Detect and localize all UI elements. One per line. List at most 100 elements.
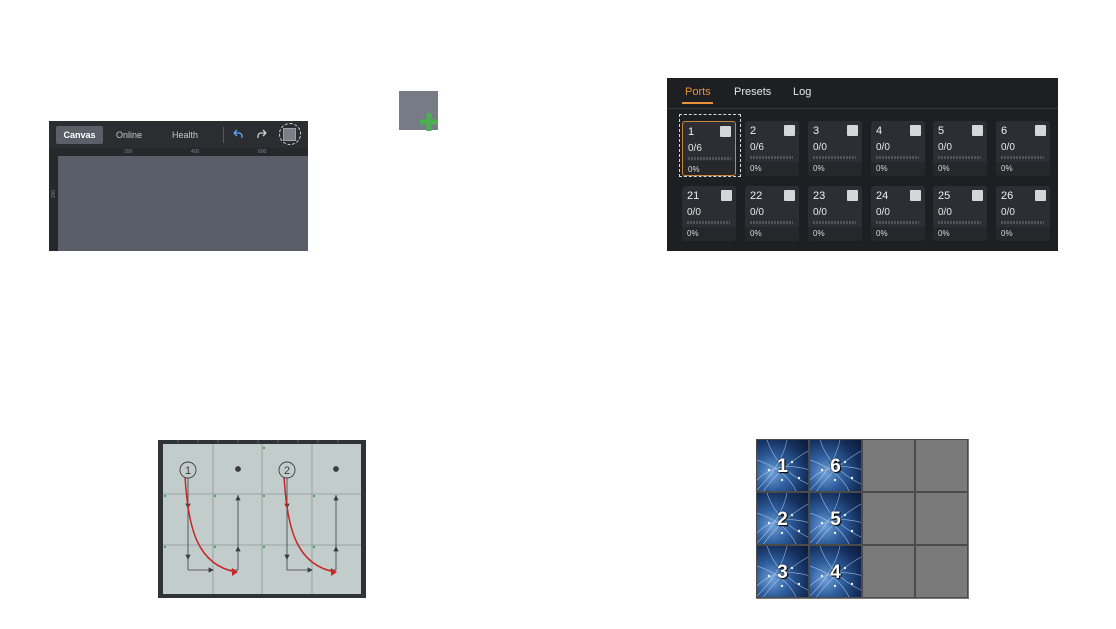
port-checkbox[interactable] bbox=[720, 126, 731, 137]
window-tile[interactable]: 5 bbox=[809, 492, 862, 545]
port-footer bbox=[871, 162, 925, 176]
port-usage: 0/0 bbox=[813, 207, 827, 218]
port-checkbox[interactable] bbox=[910, 125, 921, 136]
highlight-ring bbox=[279, 123, 301, 145]
port-number: 6 bbox=[1001, 125, 1008, 137]
port-footer bbox=[745, 227, 799, 241]
canvas-area[interactable] bbox=[58, 156, 308, 251]
tile-number: 6 bbox=[830, 456, 841, 477]
port-load-bar bbox=[750, 221, 793, 224]
port-card[interactable]: 23 0/0 0% bbox=[808, 186, 862, 241]
port-checkbox[interactable] bbox=[847, 125, 858, 136]
tile-number: 5 bbox=[830, 509, 841, 530]
port-usage: 0/0 bbox=[876, 207, 890, 218]
port-footer bbox=[871, 227, 925, 241]
port-number: 23 bbox=[813, 190, 826, 202]
port-number: 5 bbox=[938, 125, 945, 137]
empty-tile[interactable] bbox=[915, 545, 968, 598]
port-percent: 0% bbox=[813, 229, 825, 238]
port-usage: 0/0 bbox=[1001, 142, 1015, 153]
port-footer bbox=[808, 227, 862, 241]
port-percent: 0% bbox=[1001, 164, 1013, 173]
port-checkbox[interactable] bbox=[784, 125, 795, 136]
ruler-left: 200 bbox=[49, 156, 58, 251]
port-load-bar bbox=[876, 156, 919, 159]
empty-tile[interactable] bbox=[915, 492, 968, 545]
window-tile-grid: 1 2 3 6 5 4 bbox=[756, 439, 969, 599]
port-number: 1 bbox=[688, 126, 695, 138]
undo-icon[interactable] bbox=[231, 127, 245, 141]
network-graphic bbox=[810, 546, 861, 597]
ruler-label: 200 bbox=[124, 149, 133, 155]
network-graphic bbox=[810, 440, 861, 491]
port-footer bbox=[683, 161, 735, 175]
editor-toolbar: Canvas Online Health bbox=[49, 121, 308, 148]
port-checkbox[interactable] bbox=[972, 190, 983, 201]
port-load-bar bbox=[876, 221, 919, 224]
redo-icon[interactable] bbox=[255, 127, 269, 141]
selection-dashed-frame bbox=[679, 114, 741, 177]
port-number: 22 bbox=[750, 190, 763, 202]
window-tile[interactable]: 2 bbox=[756, 492, 809, 545]
window-tile[interactable]: 6 bbox=[809, 439, 862, 492]
empty-tile[interactable] bbox=[862, 492, 915, 545]
window-tile[interactable]: 1 bbox=[756, 439, 809, 492]
port-checkbox[interactable] bbox=[1035, 125, 1046, 136]
port-number: 3 bbox=[813, 125, 820, 137]
port-usage: 0/0 bbox=[1001, 207, 1015, 218]
tab-ports[interactable]: Ports bbox=[685, 86, 711, 98]
tab-presets[interactable]: Presets bbox=[734, 86, 772, 98]
port-percent: 0% bbox=[688, 165, 700, 174]
port-checkbox[interactable] bbox=[1035, 190, 1046, 201]
port-usage: 0/0 bbox=[813, 142, 827, 153]
port-checkbox[interactable] bbox=[910, 190, 921, 201]
tile-number: 2 bbox=[777, 509, 788, 530]
step-marker-2: 2 bbox=[284, 465, 290, 477]
port-load-bar bbox=[813, 156, 856, 159]
empty-tile[interactable] bbox=[862, 439, 915, 492]
port-load-bar bbox=[688, 157, 731, 160]
tab-log[interactable]: Log bbox=[793, 86, 812, 98]
window-tile[interactable]: 3 bbox=[756, 545, 809, 598]
tile-number: 1 bbox=[777, 456, 788, 477]
port-footer bbox=[933, 162, 987, 176]
port-number: 24 bbox=[876, 190, 889, 202]
tab-health[interactable]: Health bbox=[171, 130, 198, 140]
port-checkbox[interactable] bbox=[847, 190, 858, 201]
port-usage: 0/0 bbox=[750, 207, 764, 218]
empty-tile[interactable] bbox=[915, 439, 968, 492]
tab-canvas[interactable]: Canvas bbox=[56, 126, 103, 144]
plus-icon bbox=[420, 113, 438, 131]
port-footer bbox=[682, 227, 736, 241]
port-load-bar bbox=[1001, 156, 1044, 159]
toolbar-divider bbox=[223, 127, 224, 143]
port-number: 25 bbox=[938, 190, 951, 202]
window-tile[interactable]: 4 bbox=[809, 545, 862, 598]
port-footer bbox=[745, 162, 799, 176]
port-card[interactable]: 6 0/0 0% bbox=[996, 121, 1050, 176]
ruler-label: 400 bbox=[191, 149, 200, 155]
port-checkbox[interactable] bbox=[972, 125, 983, 136]
tile-number: 4 bbox=[830, 562, 841, 583]
port-footer bbox=[808, 162, 862, 176]
port-checkbox[interactable] bbox=[784, 190, 795, 201]
tab-online[interactable]: Online bbox=[115, 130, 142, 140]
port-percent: 0% bbox=[876, 164, 888, 173]
empty-tile[interactable] bbox=[862, 545, 915, 598]
port-number: 26 bbox=[1001, 190, 1014, 202]
port-usage: 0/0 bbox=[938, 142, 952, 153]
port-load-bar bbox=[687, 221, 730, 224]
add-window-icon[interactable] bbox=[283, 128, 296, 141]
port-checkbox[interactable] bbox=[721, 190, 732, 201]
